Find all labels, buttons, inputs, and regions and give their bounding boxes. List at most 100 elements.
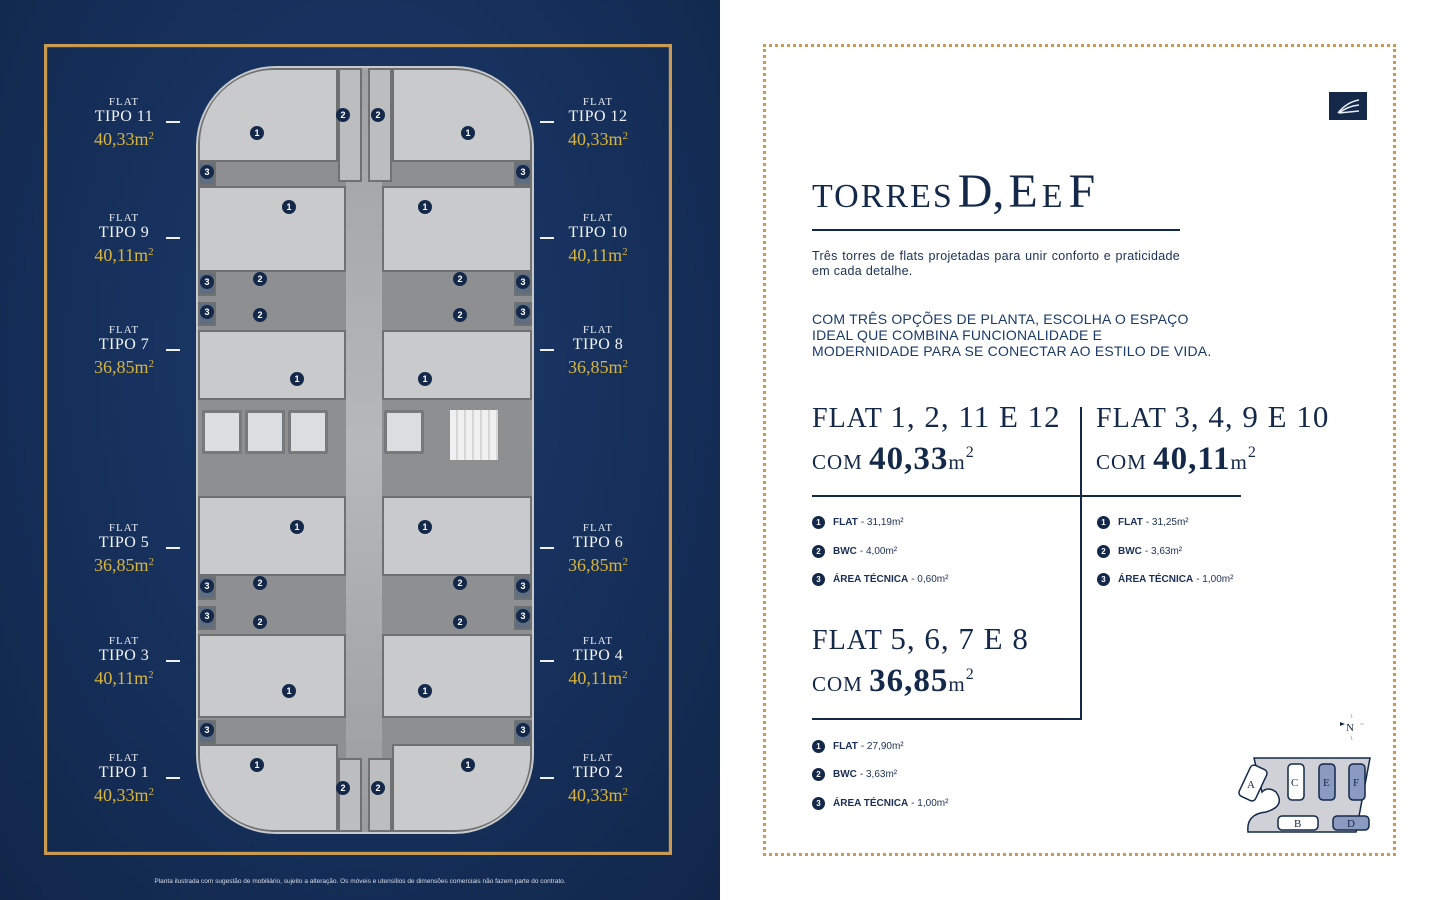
label-tipo-11: FLAT TIPO 11 40,33m2 [64,96,184,150]
label-flat: FLAT [582,324,614,336]
group-title-40-11: FLAT 3, 4, 9 E 10 COM 40,11m2 [1096,399,1330,477]
badge-1: 1 [282,684,296,698]
badge-2: 2 [253,308,267,322]
badge-3: 3 [516,305,530,319]
badge-2: 2 [453,576,467,590]
label-tick [540,660,554,662]
wave-logo-icon [1337,99,1360,114]
unit-7 [198,330,346,400]
label-tick [166,547,180,549]
label-tipo: TIPO 10 [568,224,628,241]
brand-logo [1329,92,1367,120]
elevator [202,410,242,454]
badge-1: 1 [250,126,264,140]
label-tipo: TIPO 4 [572,647,624,664]
label-tick [540,349,554,351]
compass-icon: N [1340,713,1364,741]
label-tipo-6: FLAT TIPO 6 36,85m2 [538,522,658,576]
badge-1: 1 [418,684,432,698]
unit-8 [382,330,532,400]
label-area: 36,85m2 [93,357,154,377]
badge-3: 3 [200,165,214,179]
label-tipo: TIPO 12 [568,108,628,125]
label-tick [540,237,554,239]
vertical-divider [1080,407,1082,719]
label-tipo: TIPO 6 [572,534,624,551]
label-area: 40,33m2 [567,785,628,805]
label-tipo-3: FLAT TIPO 3 40,11m2 [64,635,184,689]
horizontal-divider [812,718,1082,720]
badge-3: 3 [200,579,214,593]
title-divider [812,229,1180,231]
label-flat: FLAT [108,96,140,108]
badge-1: 1 [418,200,432,214]
badge-3: 3 [516,165,530,179]
badge-3: 3 [516,723,530,737]
label-tipo-7: FLAT TIPO 7 36,85m2 [64,324,184,378]
group-title-40-33: FLAT 1, 2, 11 E 12 COM 40,33m2 [812,399,1061,477]
highlight-text: COM TRÊS OPÇÕES DE PLANTA, ESCOLHA O ESP… [812,311,1212,359]
label-tick [166,660,180,662]
label-tick [166,237,180,239]
label-tipo-1: FLAT TIPO 1 40,33m2 [64,752,184,806]
label-area: 40,33m2 [93,129,154,149]
badge-2: 2 [453,615,467,629]
label-tipo: TIPO 2 [572,764,624,781]
svg-text:F: F [1353,777,1359,789]
badge-1: 1 [418,372,432,386]
label-tipo-2: FLAT TIPO 2 40,33m2 [538,752,658,806]
label-flat: FLAT [582,752,614,764]
label-tipo-10: FLAT TIPO 10 40,11m2 [538,212,658,266]
badge-1: 1 [250,758,264,772]
unit-11-bwc [338,68,362,182]
label-tick [166,121,180,123]
badge-2: 2 [453,308,467,322]
svg-text:D: D [1347,818,1355,830]
badge-1: 1 [290,520,304,534]
badge-3: 3 [200,723,214,737]
label-flat: FLAT [582,635,614,647]
label-area: 36,85m2 [93,555,154,575]
label-tipo: TIPO 11 [94,108,154,125]
group-title-36-85: FLAT 5, 6, 7 E 8 COM 36,85m2 [812,621,1029,699]
badge-2: 2 [453,272,467,286]
elevator [245,410,285,454]
horizontal-divider [812,495,1241,497]
label-tick [166,777,180,779]
unit-12-bwc [368,68,392,182]
label-tipo-12: FLAT TIPO 12 40,33m2 [538,96,658,150]
label-area: 40,11m2 [94,245,154,265]
badge-3: 3 [516,579,530,593]
label-flat: FLAT [582,522,614,534]
unit-5 [198,496,346,576]
label-flat: FLAT [108,635,140,647]
label-tipo: TIPO 7 [98,336,150,353]
label-flat: FLAT [108,752,140,764]
site-map-diagram: N A C E F B D [1238,713,1371,833]
unit-1-bwc [338,758,362,832]
badge-3: 3 [200,305,214,319]
elevator [384,410,424,454]
label-tipo-9: FLAT TIPO 9 40,11m2 [64,212,184,266]
label-tick [540,121,554,123]
badge-2: 2 [371,108,385,122]
badge-1: 1 [418,520,432,534]
unit-10 [382,186,532,272]
label-area: 36,85m2 [567,357,628,377]
label-flat: FLAT [108,522,140,534]
label-area: 40,11m2 [568,245,628,265]
label-flat: FLAT [108,212,140,224]
badge-2: 2 [253,272,267,286]
svg-text:N: N [1346,722,1354,734]
badge-2: 2 [371,781,385,795]
badge-1: 1 [282,200,296,214]
unit-6 [382,496,532,576]
label-area: 40,33m2 [93,785,154,805]
label-tipo: TIPO 5 [98,534,150,551]
label-area: 40,11m2 [94,668,154,688]
